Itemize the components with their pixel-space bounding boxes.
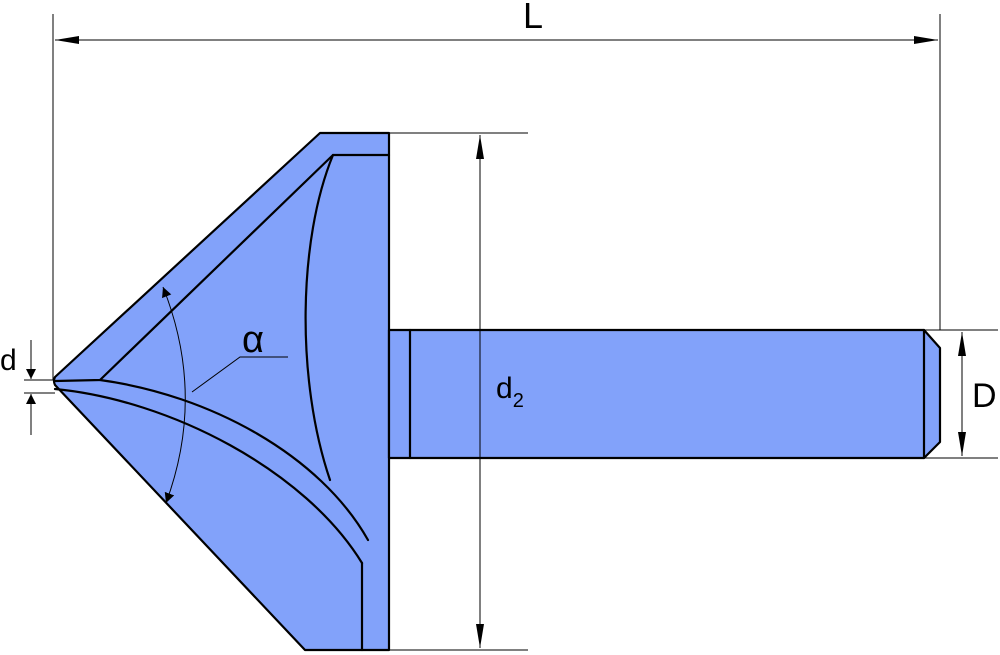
dimension-tip-diameter: d (0, 340, 55, 435)
dimension-length: L (52, 0, 941, 380)
cutter-head (52, 131, 391, 652)
shank-details (408, 328, 926, 460)
label-shank-diameter: D (972, 377, 997, 415)
dimension-head-diameter: d2 (389, 132, 528, 651)
label-head-diameter: d2 (496, 372, 524, 412)
dimension-angle: α (162, 286, 288, 504)
label-length: L (523, 0, 543, 36)
label-head-diameter-subscript: 2 (513, 390, 524, 412)
label-tip-diameter: d (0, 344, 17, 377)
flute-edges (53, 153, 391, 652)
dimension-shank-diameter: D (924, 329, 998, 459)
label-angle: α (242, 319, 264, 361)
shank (387, 328, 942, 460)
